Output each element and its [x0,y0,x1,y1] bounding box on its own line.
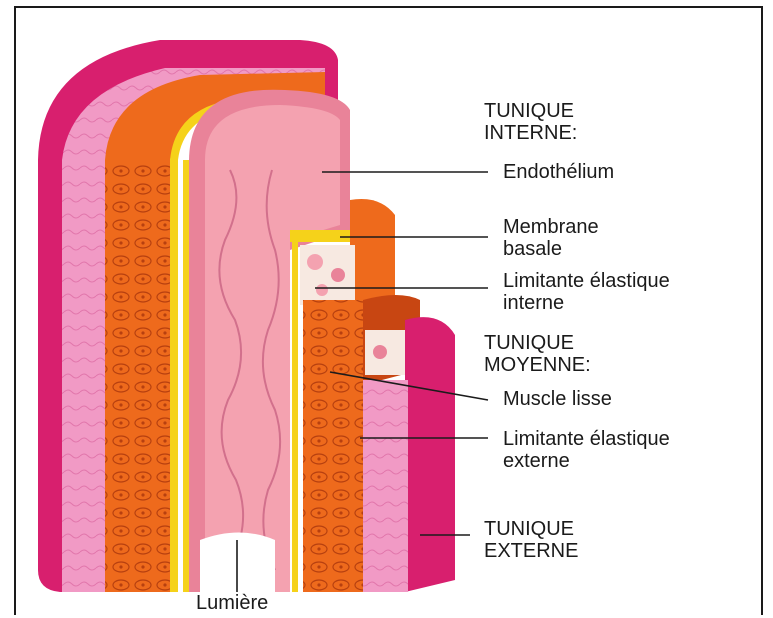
right-cutaway [290,199,455,592]
label-tunique-externe: TUNIQUE EXTERNE [484,518,578,562]
label-lumiere: Lumière [196,592,268,614]
label-tunique-interne: TUNIQUE INTERNE: [484,100,577,144]
label-membrane-basale: Membrane basale [503,216,599,260]
label-endothelium: Endothélium [503,161,614,183]
label-muscle-lisse: Muscle lisse [503,388,612,410]
label-limitante-elastique-externe: Limitante élastique externe [503,428,670,472]
label-limitante-elastique-interne: Limitante élastique interne [503,270,670,314]
label-tunique-moyenne: TUNIQUE MOYENNE: [484,332,591,376]
